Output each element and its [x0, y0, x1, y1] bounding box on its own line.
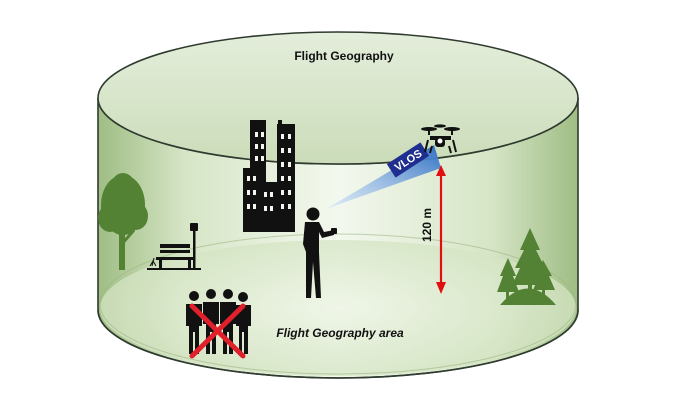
park-bench-icon — [147, 223, 201, 270]
prohibition-cross-icon — [189, 303, 246, 359]
drone-icon — [421, 124, 460, 154]
deciduous-tree-icon — [98, 173, 148, 270]
city-buildings-icon — [243, 120, 295, 232]
flight-geography-area-label: Flight Geography area — [276, 326, 404, 340]
flight-geography-title: Flight Geography — [294, 49, 394, 63]
cylinder-floor-back-edge — [99, 233, 577, 375]
drone-pilot-icon — [303, 207, 337, 298]
height-label: 120 m — [420, 208, 434, 242]
conifer-trees-icon — [497, 228, 556, 305]
cylinder-bottom-edge — [97, 309, 579, 379]
cylinder-top — [97, 31, 579, 165]
height-arrow — [436, 165, 446, 294]
crowd-people-icon — [186, 289, 251, 354]
cylinder-floor — [100, 240, 576, 376]
